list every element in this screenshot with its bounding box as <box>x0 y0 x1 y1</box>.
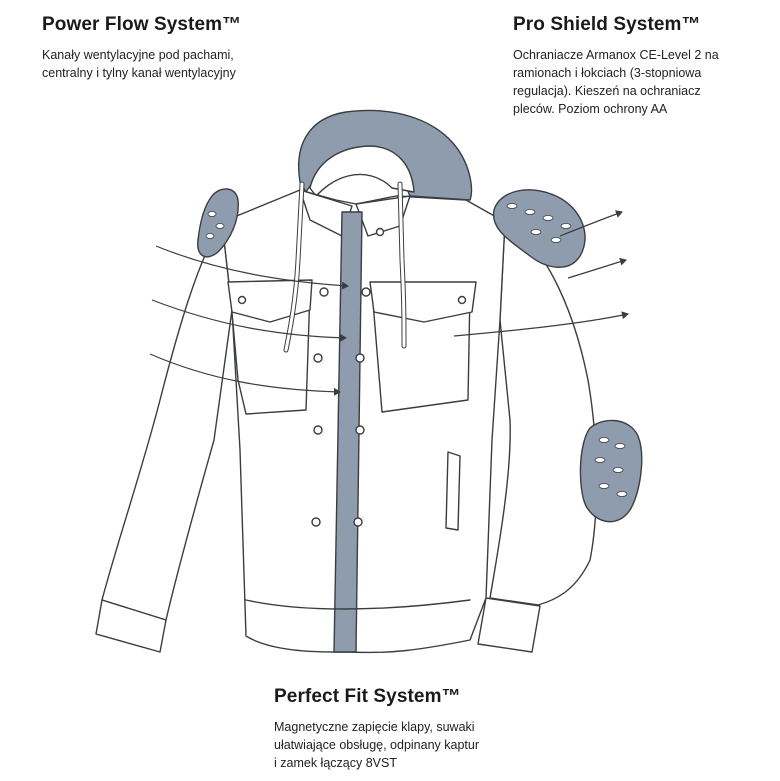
shield-arrow-2 <box>567 257 627 279</box>
hood-lining <box>309 145 415 197</box>
right-elbow-armor <box>579 419 643 523</box>
left-sleeve <box>101 221 233 621</box>
pro-shield-callout: Pro Shield System™ Ochraniacze Armanox C… <box>513 14 758 118</box>
perfect-fit-description: Magnetyczne zapięcie klapy, suwaki ułatw… <box>274 718 574 772</box>
shield-arrow-1 <box>559 210 623 237</box>
perfect-fit-title: Perfect Fit System™ <box>274 686 461 707</box>
right-sleeve <box>489 221 598 606</box>
left-shoulder-armor <box>197 188 239 258</box>
right-shoulder-armor <box>492 189 586 268</box>
perfect-fit-line-2: ułatwiające obsługę, odpinany kaptur <box>274 738 479 752</box>
vent-arrow-2 <box>151 299 347 342</box>
snap-buttons <box>237 227 467 527</box>
drawstring-left-inner <box>284 182 304 352</box>
zip-placket <box>333 211 363 653</box>
left-cuff <box>95 599 167 653</box>
power-flow-description: Kanały wentylacyjne pod pachami, central… <box>42 46 302 82</box>
hem-line <box>245 599 471 610</box>
pro-shield-line-2: ramionach i łokciach (3-stopniowa <box>513 66 702 80</box>
pro-shield-description: Ochraniacze Armanox CE-Level 2 na ramion… <box>513 46 758 118</box>
hand-pocket-zip <box>445 451 461 531</box>
power-flow-line-1: Kanały wentylacyjne pod pachami, <box>42 48 234 62</box>
pro-shield-title: Pro Shield System™ <box>513 14 701 35</box>
perfect-fit-line-3: i zamek łączący 8VST <box>274 756 397 770</box>
power-flow-callout: Power Flow System™ Kanały wentylacyjne p… <box>42 14 302 82</box>
power-flow-title: Power Flow System™ <box>42 14 242 35</box>
pro-shield-line-3: regulacja). Kieszeń na ochraniacz <box>513 84 701 98</box>
vent-arrow-1 <box>155 245 349 290</box>
shield-arrow-3 <box>453 311 629 337</box>
pro-shield-line-1: Ochraniacze Armanox CE-Level 2 na <box>513 48 719 62</box>
jacket-body <box>221 189 506 654</box>
pro-shield-line-4: pleców. Poziom ochrony AA <box>513 102 668 116</box>
perfect-fit-callout: Perfect Fit System™ Magnetyczne zapięcie… <box>274 686 574 772</box>
drawstring-right-inner <box>398 182 406 348</box>
right-pocket-flap <box>369 281 477 323</box>
right-cuff <box>477 597 541 653</box>
perfect-fit-line-1: Magnetyczne zapięcie klapy, suwaki <box>274 720 475 734</box>
vent-arrow-3 <box>149 353 341 396</box>
power-flow-line-2: centralny i tylny kanał wentylacyjny <box>42 66 236 80</box>
